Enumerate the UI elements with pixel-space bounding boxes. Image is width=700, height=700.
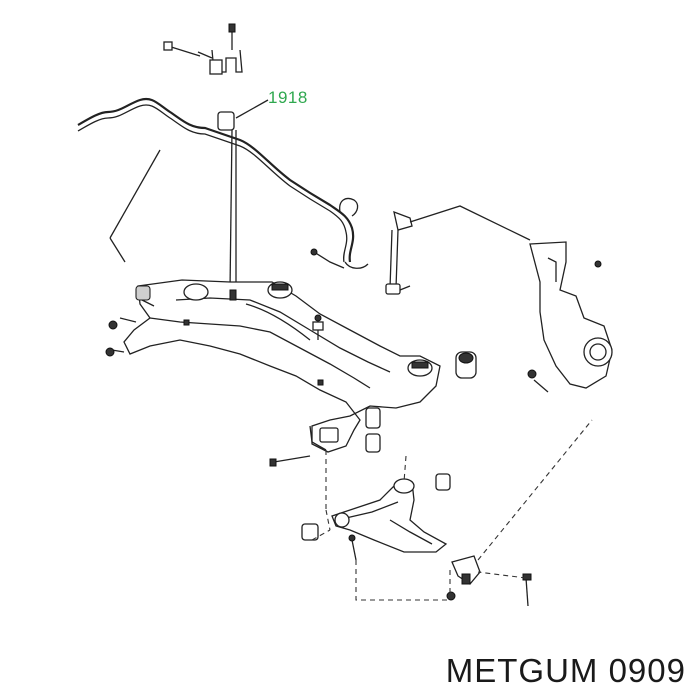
lower-control-arm [331, 478, 532, 607]
callout-leader-line [235, 99, 269, 119]
stabilizer-bar [77, 97, 369, 269]
assembly-guide-lines [311, 419, 593, 601]
steering-knuckle [527, 241, 613, 393]
stabilizer-link [310, 205, 531, 295]
rear-mount-bushings [301, 351, 477, 541]
stabilizer-bushing-1918 [163, 23, 243, 291]
brand-label: METGUM 0909 [445, 652, 686, 689]
subframe-crossmember [105, 279, 441, 467]
part-number-callout: 1918 [268, 88, 308, 107]
